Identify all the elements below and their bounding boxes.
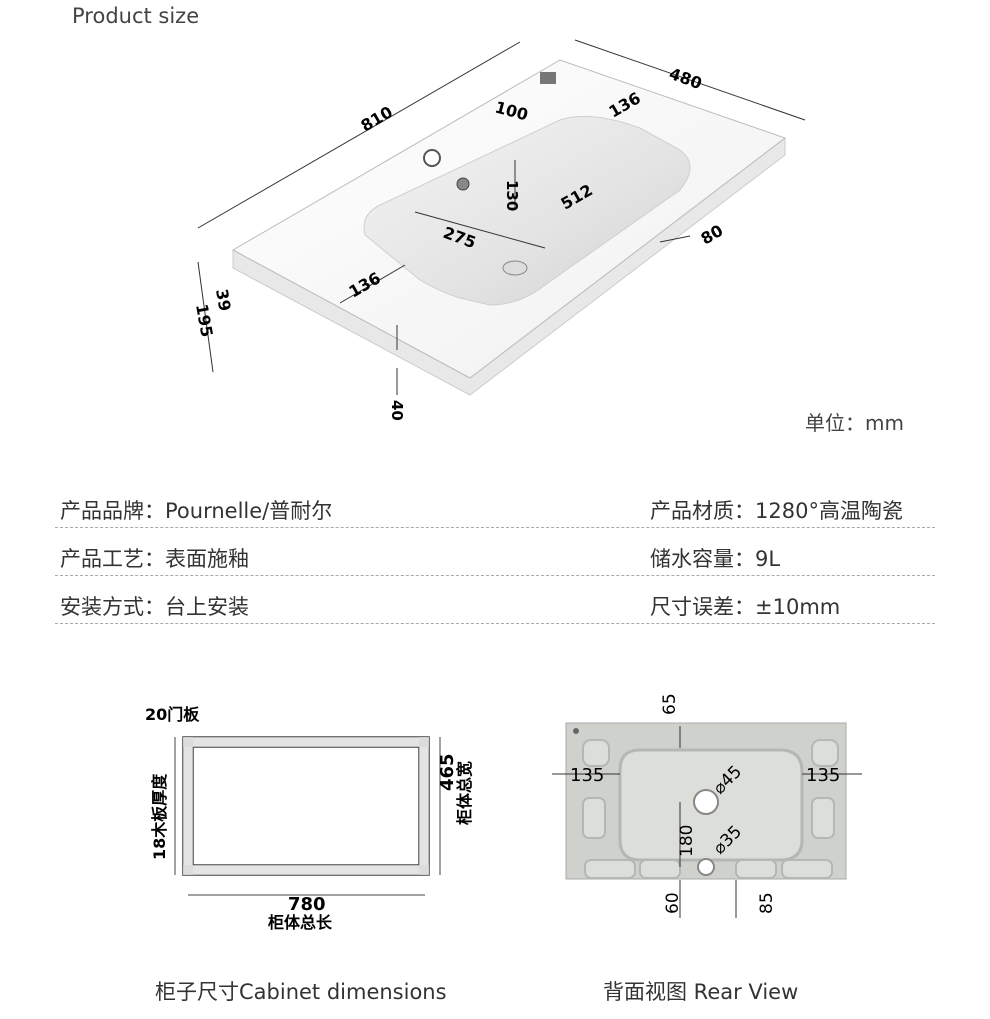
- cabinet-door-label: 20门板: [145, 705, 200, 724]
- tap-hole: [423, 149, 441, 167]
- overflow-hole: [456, 177, 470, 191]
- cabinet-board-label: 18木板厚度: [150, 773, 169, 860]
- dim-130: 130: [503, 180, 521, 211]
- cabinet-length-value: 780: [288, 894, 326, 915]
- rear-dim-60: 60: [663, 892, 683, 914]
- cabinet-caption: 柜子尺寸Cabinet dimensions: [155, 980, 447, 1004]
- rear-dim-135-left: 135: [570, 765, 604, 786]
- dim-810: 810: [358, 102, 396, 135]
- rear-drain-hole: [693, 789, 719, 815]
- dim-195: 195: [192, 302, 217, 338]
- rear-dim-65: 65: [660, 693, 680, 715]
- page-title: Product size: [72, 4, 200, 28]
- dim-39: 39: [212, 287, 235, 312]
- spec-row-1: 产品品牌：Pournelle/普耐尔 产品材质：1280°高温陶瓷: [55, 487, 935, 528]
- spec-brand: 产品品牌：Pournelle/普耐尔: [60, 499, 333, 523]
- rear-dim-180: 180: [677, 825, 697, 857]
- dim-80: 80: [698, 221, 727, 249]
- rear-dim-85: 85: [757, 892, 777, 914]
- spec-row-2: 产品工艺：表面施釉 储水容量：9L: [55, 535, 935, 576]
- cabinet-inner: [192, 746, 420, 866]
- rear-view-diagram: 65 135 135 ⌀45 180 ⌀35 60 85: [552, 693, 862, 918]
- cabinet-width-value: 465: [437, 753, 458, 791]
- spec-row-3: 安装方式：台上安装 尺寸误差：±10mm: [55, 583, 935, 624]
- cabinet-diagram: 20门板 18木板厚度 465 柜体总宽 780 柜体总长: [145, 705, 474, 932]
- cabinet-width-label: 柜体总宽: [455, 761, 474, 825]
- dim-40: 40: [388, 400, 406, 421]
- logo-mark: [540, 72, 556, 84]
- basin-bowl: [363, 115, 691, 306]
- unit-label: 单位：mm: [805, 411, 904, 435]
- cabinet-board: [183, 737, 429, 747]
- spec-craft: 产品工艺：表面施釉: [60, 547, 249, 571]
- drain-hole: [502, 260, 528, 276]
- rear-view-caption: 背面视图 Rear View: [603, 980, 799, 1004]
- rear-dim-135-right: 135: [806, 765, 840, 786]
- basin-isometric-diagram: 810 480 100 136 130 512 275 136 80 39 19…: [192, 39, 806, 421]
- spec-material: 产品材质：1280°高温陶瓷: [650, 499, 903, 523]
- spec-install: 安装方式：台上安装: [60, 595, 249, 619]
- rear-overflow-hole: [697, 858, 715, 876]
- spec-tolerance: 尺寸误差：±10mm: [650, 595, 841, 619]
- spec-capacity: 储水容量：9L: [650, 547, 781, 571]
- cabinet-length-label: 柜体总长: [268, 913, 333, 932]
- dim-480: 480: [667, 64, 705, 93]
